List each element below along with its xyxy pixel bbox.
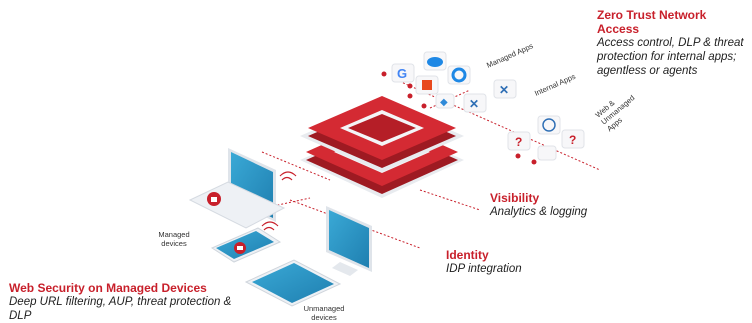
identity-desc: IDP integration: [446, 263, 522, 275]
visibility-desc: Analytics & logging: [490, 206, 588, 218]
globe-icon: [542, 118, 556, 132]
webex-icon: [451, 67, 467, 83]
blocked-markers: [381, 71, 537, 165]
jira-icon: ◆: [440, 97, 448, 108]
svg-text:?: ?: [569, 133, 576, 147]
web-unmanaged-apps-label: Web & Unmanaged Apps: [594, 85, 644, 133]
web-security-desc-line: DLP: [9, 310, 32, 322]
managed-devices-label-line: Managed: [158, 230, 190, 239]
managed-apps-label: Managed Apps: [485, 41, 535, 70]
internal-apps-label: Internal Apps: [533, 72, 577, 98]
ztna-desc-line: protection for internal apps;: [597, 51, 737, 63]
unmanaged-devices-label: Unmanaged devices: [296, 304, 352, 322]
visibility-title: Visibility: [490, 191, 540, 205]
managed-tablet: [210, 221, 282, 263]
visibility-block: Visibility Analytics & logging: [490, 191, 587, 219]
ztna-desc-line: Access control, DLP & threat: [597, 37, 744, 49]
web-security-desc-line: Deep URL filtering, AUP, threat protecti…: [9, 296, 232, 308]
internal-apps-tiles: ✕ ✕ ◆: [435, 79, 517, 113]
managed-devices-label-line: devices: [161, 239, 187, 248]
unmanaged-devices-label-line: Unmanaged: [303, 304, 345, 313]
unmanaged-monitor: [326, 206, 372, 276]
confluence-icon: ✕: [499, 83, 509, 97]
office-icon: [422, 80, 432, 90]
cloud-icon: [427, 57, 443, 67]
unknown-app-icon: ?: [515, 135, 522, 149]
managed-devices-label: Managed devices: [152, 230, 196, 248]
managed-apps-tiles: G: [391, 51, 471, 95]
ztna-title: Zero Trust Network Access: [597, 8, 707, 36]
google-icon: G: [397, 66, 407, 81]
web-security-block: Web Security on Managed Devices Deep URL…: [9, 281, 249, 323]
web-apps-tiles: ? ?: [507, 115, 585, 161]
managed-laptop: [188, 148, 297, 229]
web-security-title: Web Security on Managed Devices: [9, 281, 207, 295]
ztna-block: Zero Trust Network Access Access control…: [597, 8, 749, 78]
unmanaged-devices-label-line: devices: [311, 313, 337, 322]
identity-block: Identity IDP integration: [446, 248, 522, 276]
ztna-desc-line: agentless or agents: [597, 65, 698, 77]
x-app-icon: ✕: [469, 97, 479, 111]
identity-title: Identity: [446, 248, 489, 262]
unmanaged-tablet: [244, 259, 342, 307]
central-gateway: [300, 96, 464, 198]
